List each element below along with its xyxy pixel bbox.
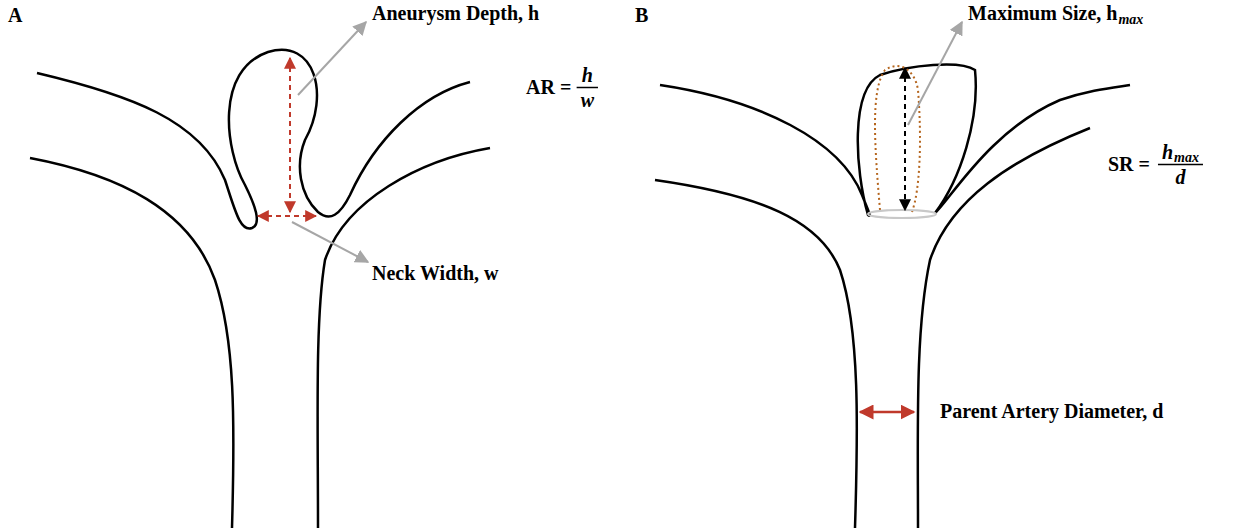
measure-label: Parent Artery Diameter, d [940,400,1163,423]
measure-label: Neck Width, w [372,262,499,285]
neck-arrow [258,215,316,217]
max-size-arrow [904,68,906,210]
neck-ellipse [868,210,936,218]
fraction-numerator: h [582,64,593,87]
fraction-denominator: d [1175,166,1185,189]
panel-letter: A [8,4,22,27]
measure-label: Maximum Size, h [968,2,1117,25]
vessel-wall [655,180,857,528]
vessel-wall [318,148,490,528]
diameter-arrow [860,411,914,414]
vessel-wall [30,158,233,528]
fraction-denominator: w [581,89,594,112]
dotted-outline [875,66,920,212]
formula-name: SR = [1108,153,1150,176]
fraction-bar [577,87,598,89]
vessel-wall [918,128,1090,528]
panel-letter: B [635,4,648,27]
subscript: max [1174,150,1199,166]
measure-label: Aneurysm Depth, h [372,2,539,25]
leader-line [298,22,366,95]
vessel-wall [37,50,470,229]
leader-line [908,22,962,125]
fraction-numerator: h [1162,141,1173,164]
leader-line [292,222,368,262]
depth-arrow [289,58,291,212]
formula-name: AR = [526,76,571,99]
subscript: max [1118,12,1143,28]
